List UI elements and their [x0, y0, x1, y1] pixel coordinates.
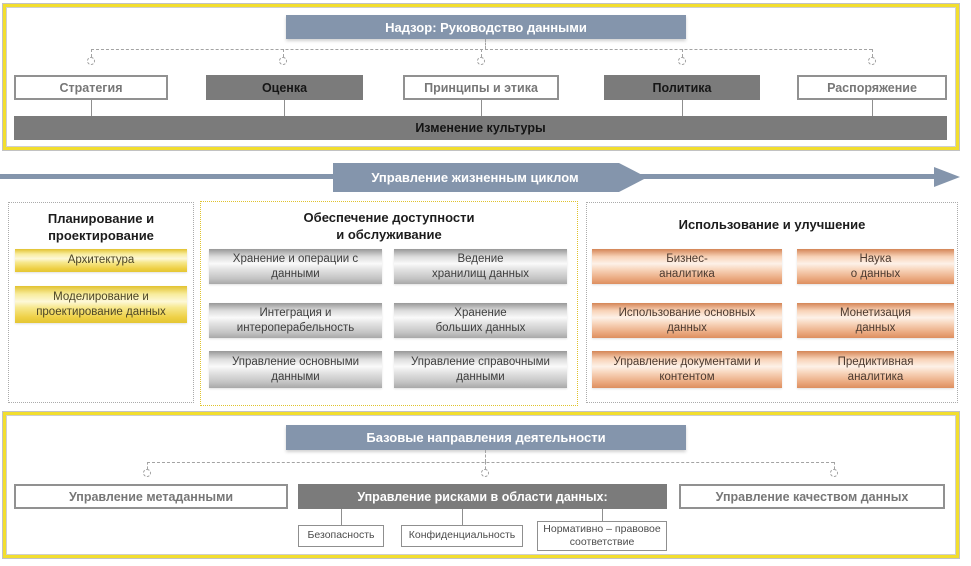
- connector-stub: [283, 49, 284, 57]
- connector-circle: [481, 469, 489, 477]
- connector-stub: [485, 462, 486, 469]
- connector-circle: [868, 57, 876, 65]
- box-data-science: Наука о данных: [797, 249, 954, 284]
- governance-header: Надзор: Руководство данными: [286, 15, 686, 39]
- connector-dashed-vertical: [485, 450, 486, 462]
- box-predictive-analytics: Предиктивная аналитика: [797, 351, 954, 388]
- connector-circle: [279, 57, 287, 65]
- box-data-monetization: Монетизация данных: [797, 303, 954, 338]
- planning-column: Планирование и проектирование Архитектур…: [8, 202, 194, 403]
- connector-stub: [91, 49, 92, 57]
- connector-line: [91, 100, 92, 116]
- box-regulatory-compliance: Нормативно – правовое соответствие: [537, 521, 667, 551]
- connector-line: [462, 509, 463, 525]
- usage-column: Использование и улучшение Бизнес- аналит…: [586, 202, 958, 403]
- box-master-data-mgmt: Управление основными данными: [209, 351, 382, 388]
- box-master-data-usage: Использование основных данных: [592, 303, 782, 338]
- connector-circle: [143, 469, 151, 477]
- box-integration-interop: Интеграция и интероперабельность: [209, 303, 382, 338]
- box-strategy: Стратегия: [14, 75, 168, 100]
- connector-dashed-vertical: [485, 39, 486, 49]
- box-security: Безопасность: [298, 525, 384, 547]
- lifecycle-arrow-head-icon: [934, 167, 960, 187]
- box-business-analytics: Бизнес- аналитика: [592, 249, 782, 284]
- connector-circle: [830, 469, 838, 477]
- box-warehousing: Ведение хранилищ данных: [394, 249, 567, 284]
- usage-column-title: Использование и улучшение: [678, 217, 866, 232]
- connector-line: [284, 100, 285, 116]
- availability-column-title: Обеспечение доступности и обслуживание: [303, 210, 475, 242]
- connector-line: [872, 100, 873, 116]
- box-stewardship: Распоряжение: [797, 75, 947, 100]
- connector-stub: [147, 462, 148, 469]
- connector-stub: [872, 49, 873, 57]
- lifecycle-arrow-label: Управление жизненным циклом: [333, 163, 647, 192]
- planning-column-title: Планирование и проектирование: [47, 211, 155, 243]
- availability-column: Обеспечение доступности и обслуживание Х…: [200, 201, 578, 406]
- box-architecture: Архитектура: [15, 249, 187, 272]
- connector-line: [682, 100, 683, 116]
- box-documents-content: Управление документами и контентом: [592, 351, 782, 388]
- box-confidentiality: Конфиденциальность: [401, 525, 523, 547]
- connector-stub: [481, 49, 482, 57]
- box-principles-ethics: Принципы и этика: [403, 75, 559, 100]
- box-reference-data-mgmt: Управление справочными данными: [394, 351, 567, 388]
- foundation-section: Базовые направления деятельности Управле…: [2, 411, 960, 559]
- connector-line: [481, 100, 482, 116]
- connector-circle: [477, 57, 485, 65]
- governance-section: Надзор: Руководство данными Стратегия Оц…: [2, 3, 960, 151]
- connector-line: [341, 509, 342, 525]
- connector-circle: [87, 57, 95, 65]
- connector-circle: [678, 57, 686, 65]
- box-metadata-mgmt: Управление метаданными: [14, 484, 288, 509]
- foundation-header: Базовые направления деятельности: [286, 425, 686, 450]
- box-policy: Политика: [604, 75, 760, 100]
- box-storage-operations: Хранение и операции с данными: [209, 249, 382, 284]
- connector-stub: [834, 462, 835, 469]
- box-data-risk-mgmt: Управление рисками в области данных:: [298, 484, 667, 509]
- connector-dashed-horizontal: [147, 462, 834, 463]
- box-modeling-design: Моделирование и проектирование данных: [15, 286, 187, 323]
- connector-stub: [682, 49, 683, 57]
- box-big-data-storage: Хранение больших данных: [394, 303, 567, 338]
- connector-line: [602, 509, 603, 521]
- box-data-quality-mgmt: Управление качеством данных: [679, 484, 945, 509]
- box-valuation: Оценка: [206, 75, 363, 100]
- culture-change-bar: Изменение культуры: [14, 116, 947, 140]
